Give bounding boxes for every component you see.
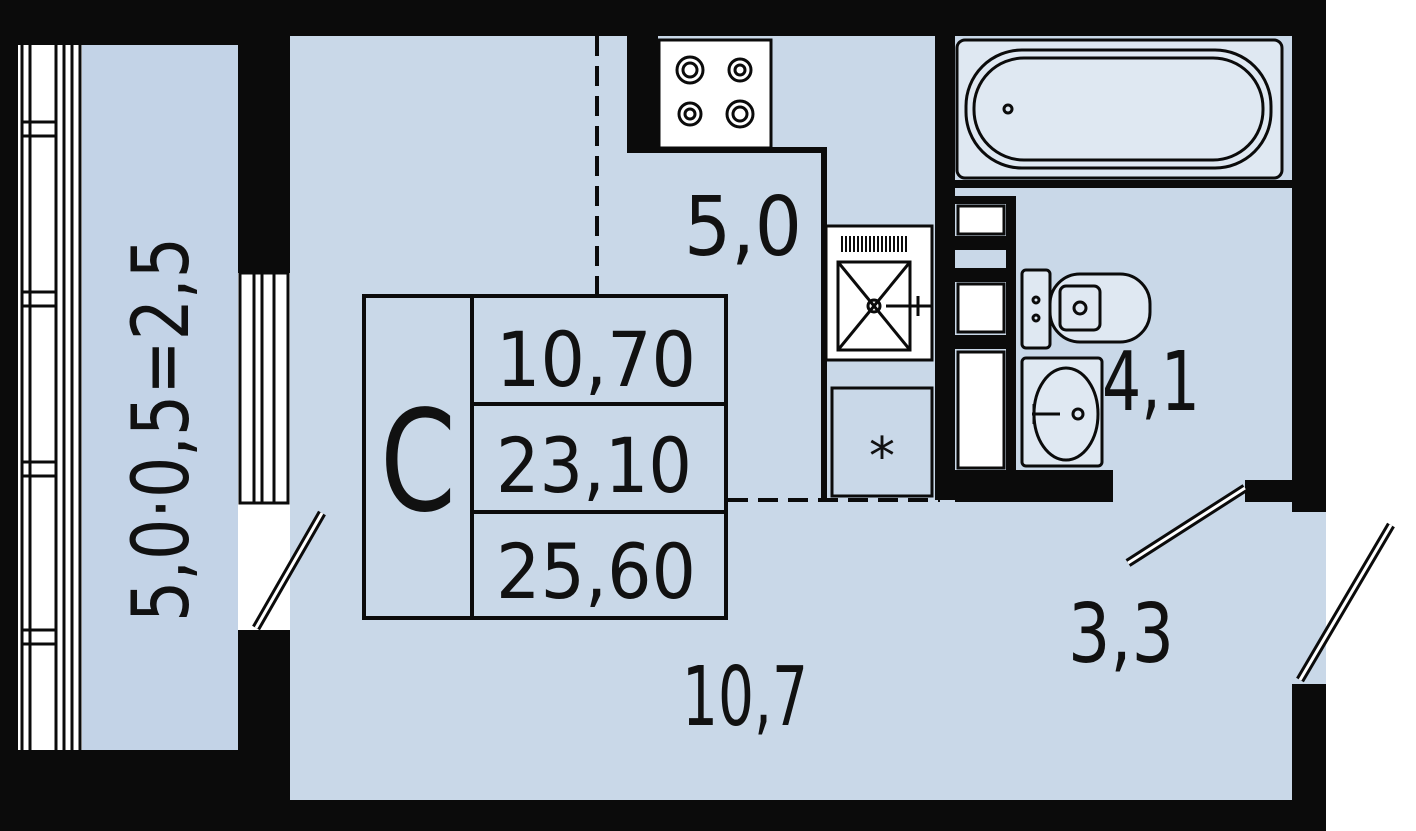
total-with-balcony-value: 25,60: [496, 527, 696, 616]
sink-icon: [824, 224, 934, 362]
balcony: 5,0·0,5=2,5: [0, 0, 238, 831]
bathroom-walls: [935, 36, 1292, 502]
living-area-value: 10,70: [496, 315, 696, 404]
window-icon: [238, 271, 290, 505]
left-wall-upper: [238, 45, 290, 273]
bathtub-icon: [955, 38, 1284, 180]
balcony-top-wall: [0, 0, 290, 45]
unit-type-letter: C: [380, 381, 456, 544]
fridge-icon: *: [830, 386, 934, 498]
kitchen-counter: *: [627, 36, 934, 500]
balcony-bottom-wall: [0, 750, 238, 831]
balcony-outer-wall: [0, 0, 18, 831]
hall-area-label: 3,3: [1068, 587, 1174, 682]
entry-door-swing-icon: [1296, 522, 1395, 683]
fridge-symbol: *: [869, 427, 895, 487]
kitchen-zone-boundary: [595, 36, 940, 502]
balcony-railing: [18, 45, 82, 750]
unit-summary-table: C 10,70 23,10 25,60: [362, 294, 728, 620]
bathroom-area-label: 4,1: [1102, 335, 1200, 430]
washbasin-icon: [1020, 356, 1104, 468]
toilet-icon: [1020, 268, 1152, 350]
kitchen-area-label: 5,0: [684, 180, 802, 275]
total-area-value: 23,10: [496, 421, 692, 510]
balcony-floor: [82, 45, 238, 750]
shaft: [956, 204, 1006, 470]
entry-jamb: [1245, 480, 1292, 502]
hall-floor: [1292, 512, 1326, 684]
bathroom-door-swing-icon: [1125, 484, 1248, 567]
right-wall-upper: [1292, 0, 1326, 512]
left-wall-lower: [238, 630, 290, 831]
living-room-area-label: 10,7: [682, 650, 808, 745]
balcony-area-label: 5,0·0,5=2,5: [117, 237, 207, 622]
stove-icon: [657, 38, 773, 150]
right-wall-lower: [1292, 684, 1326, 831]
balcony-door-swing-icon: [252, 510, 326, 631]
bottom-wall: [238, 800, 1326, 831]
